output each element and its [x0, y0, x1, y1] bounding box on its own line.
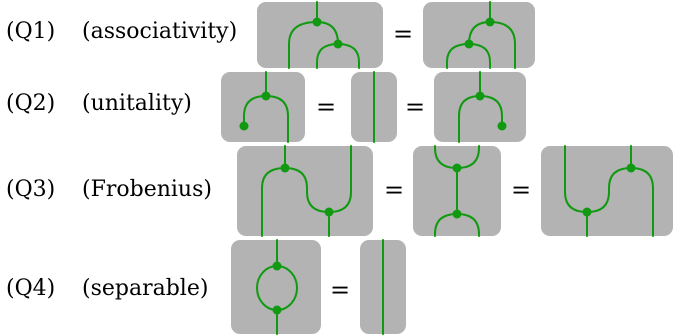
- q1-equals-sign: =: [393, 20, 413, 48]
- q2-middle-diagram: [351, 71, 397, 143]
- q3-rhs-diagram: [541, 145, 673, 237]
- q3-middle-bottom-node: [452, 209, 462, 219]
- q3-lhs-mult-node: [280, 163, 290, 173]
- q1-lhs-diagram: [257, 1, 383, 69]
- row-q4-name: (separable): [82, 276, 208, 301]
- q2-rhs-mult-node: [475, 91, 485, 101]
- q4-lhs-diagram: [231, 239, 321, 335]
- q3-rhs-comult-node: [582, 207, 592, 217]
- q3-equals-sign-2: =: [511, 176, 531, 204]
- q2-lhs-mult-node: [261, 91, 271, 101]
- q3-rhs-mult-node: [626, 163, 636, 173]
- q4-lhs-bottom-node: [272, 305, 282, 315]
- q1-lhs-top-node: [312, 17, 322, 27]
- row-q2-name: (unitality): [82, 91, 192, 116]
- q3-middle-diagram: [413, 145, 501, 237]
- q3-middle-top-node: [452, 163, 462, 173]
- q3-lhs-box: [237, 146, 373, 236]
- q2-equals-sign-1: =: [316, 93, 336, 121]
- row-q4: (Q4) (separable) =: [6, 239, 406, 335]
- q1-lhs-inner-node: [333, 39, 343, 49]
- row-q3-name: (Frobenius): [82, 177, 212, 202]
- q2-equals-sign-2: =: [405, 93, 425, 121]
- q2-rhs-diagram: [434, 71, 526, 143]
- q2-lhs-box: [221, 72, 305, 142]
- row-q1: (Q1) (associativity) =: [6, 1, 535, 69]
- row-q1-name: (associativity): [82, 19, 237, 44]
- q4-equals-sign: =: [330, 276, 350, 304]
- q3-lhs-snake-wire: [261, 145, 352, 237]
- q1-rhs-inner-node: [464, 39, 474, 49]
- q1-rhs-diagram: [423, 1, 535, 69]
- q1-rhs-top-node: [485, 17, 495, 27]
- q1-lhs-box: [257, 2, 383, 68]
- row-q1-tag: (Q1): [6, 19, 55, 44]
- row-q4-tag: (Q4): [6, 276, 55, 301]
- q3-rhs-snake-wire: [564, 145, 654, 237]
- q2-lhs-diagram: [221, 71, 305, 143]
- q3-lhs-diagram: [237, 145, 373, 237]
- q4-lhs-top-node: [272, 261, 282, 271]
- q4-rhs-diagram: [360, 239, 406, 335]
- row-q3-tag: (Q3): [6, 177, 55, 202]
- q4-lhs-box: [231, 240, 321, 334]
- q2-lhs-unit-node: [239, 121, 249, 131]
- q2-rhs-unit-node: [497, 121, 507, 131]
- q3-lhs-comult-node: [324, 207, 334, 217]
- row-q2-tag: (Q2): [6, 91, 55, 116]
- row-q2: (Q2) (unitality) = =: [6, 71, 526, 143]
- q1-rhs-box: [423, 2, 535, 68]
- row-q3: (Q3) (Frobenius) = =: [6, 145, 673, 237]
- q3-equals-sign-1: =: [384, 176, 404, 204]
